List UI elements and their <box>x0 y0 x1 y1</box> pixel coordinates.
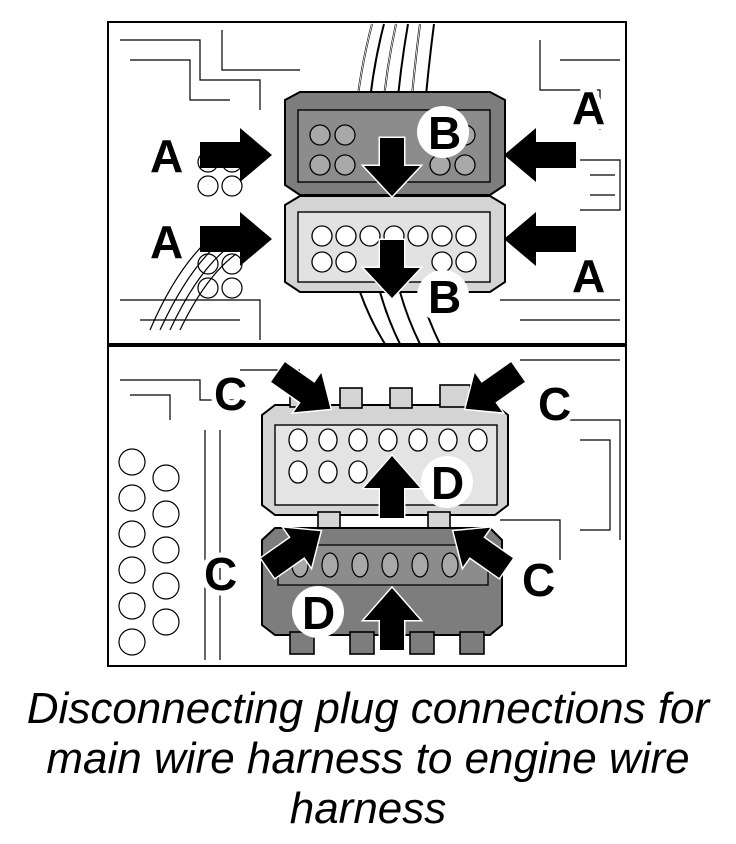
figure-caption: Disconnecting plug connections for main … <box>0 684 736 834</box>
caption-line-2: main wire harness to engine wire <box>46 734 690 783</box>
label-c-bottom-right: C <box>522 554 555 606</box>
bottom-panel: C C C C D D <box>107 345 627 667</box>
arrow-a-right-lower <box>504 212 576 266</box>
arrow-a-left-upper <box>200 128 272 182</box>
label-a-right-lower: A <box>572 250 605 302</box>
arrow-c-bottom-left <box>259 525 323 580</box>
arrow-a-right-upper <box>504 128 576 182</box>
label-a-left-upper: A <box>150 130 183 182</box>
arrow-b-lower <box>360 238 424 301</box>
label-c-top-right: C <box>538 378 571 430</box>
label-c-top-left: C <box>214 368 247 420</box>
arrow-c-top-right <box>463 360 527 415</box>
top-panel: A A A A B B <box>107 21 627 345</box>
bottom-left-holes <box>118 448 180 656</box>
caption-line-1: Disconnecting plug connections for <box>26 684 710 733</box>
connector-diagram: A A A A B B <box>107 21 627 667</box>
arrow-d-upper <box>360 453 424 520</box>
label-d-lower: D <box>302 587 335 639</box>
label-a-right-upper: A <box>572 82 605 134</box>
arrow-c-bottom-right <box>451 525 515 580</box>
arrow-c-top-left <box>269 360 333 415</box>
caption-line-3: harness <box>289 784 447 833</box>
arrow-d-lower <box>360 585 424 652</box>
label-a-left-lower: A <box>150 216 183 268</box>
top-background-lines <box>120 30 621 340</box>
callout-circle-b-upper <box>417 106 469 158</box>
callout-circle-d-upper <box>421 456 473 508</box>
label-b-lower: B <box>428 271 461 323</box>
label-d-upper: D <box>431 457 464 509</box>
arrow-a-left-lower <box>200 212 272 266</box>
lower-light-connector <box>284 195 506 345</box>
label-b-upper: B <box>428 107 461 159</box>
callout-circle-d-lower <box>292 586 344 638</box>
callout-circle-b-lower <box>417 270 469 322</box>
label-c-bottom-left: C <box>204 548 237 600</box>
arrow-b-upper <box>360 136 424 199</box>
